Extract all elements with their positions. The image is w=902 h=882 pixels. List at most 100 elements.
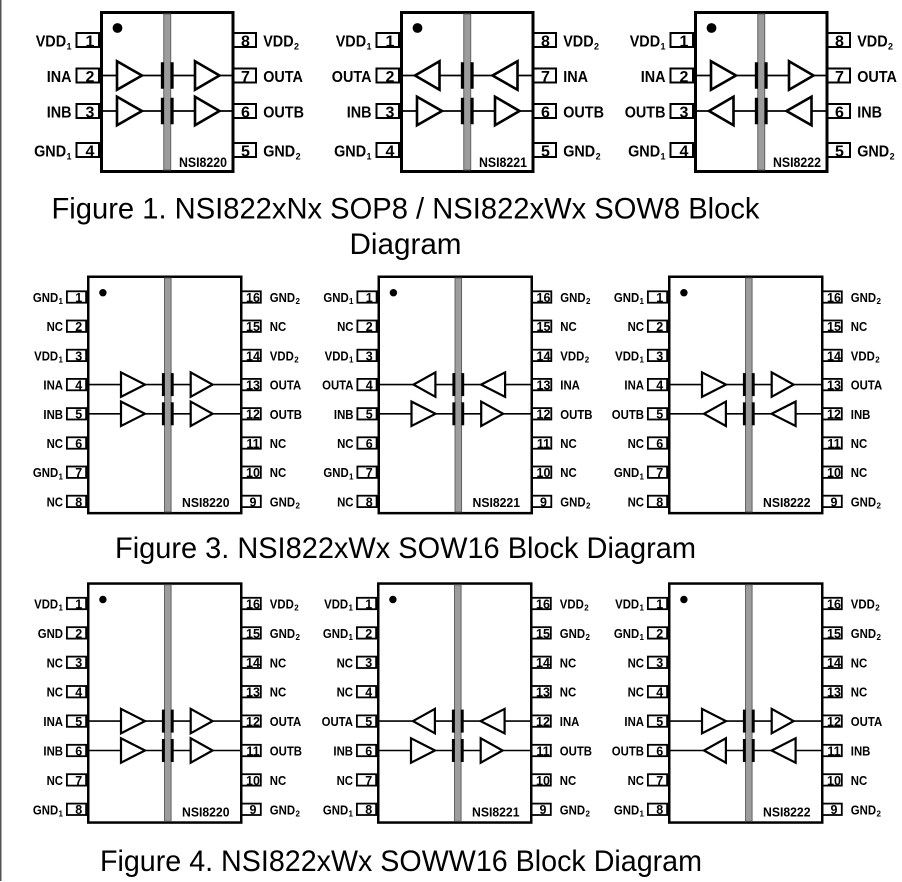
svg-text:INB: INB — [43, 744, 63, 759]
svg-text:OUTB: OUTB — [563, 105, 604, 122]
svg-text:GND: GND — [270, 802, 295, 817]
svg-text:VDD: VDD — [325, 348, 349, 363]
svg-text:VDD: VDD — [615, 597, 639, 612]
svg-text:NC: NC — [337, 773, 354, 788]
svg-text:8: 8 — [75, 495, 82, 509]
svg-text:3: 3 — [679, 105, 688, 122]
svg-text:NC: NC — [337, 685, 354, 700]
svg-text:1: 1 — [679, 34, 688, 51]
svg-text:INA: INA — [624, 714, 644, 729]
svg-text:2: 2 — [585, 633, 590, 642]
svg-text:NC: NC — [851, 319, 868, 334]
svg-text:5: 5 — [835, 144, 844, 161]
svg-text:NC: NC — [628, 685, 645, 700]
svg-text:1: 1 — [59, 810, 64, 819]
svg-text:GND: GND — [851, 290, 876, 305]
svg-text:GND: GND — [614, 802, 639, 817]
svg-text:13: 13 — [827, 379, 841, 393]
svg-text:10: 10 — [827, 466, 841, 480]
svg-text:6: 6 — [656, 744, 663, 758]
svg-text:3: 3 — [656, 656, 663, 670]
svg-text:6: 6 — [835, 105, 844, 122]
svg-text:GND: GND — [270, 626, 295, 641]
svg-text:VDD: VDD — [270, 348, 294, 363]
svg-text:12: 12 — [246, 715, 260, 729]
svg-text:Figure 4. NSI822xWx SOWW16 Blo: Figure 4. NSI822xWx SOWW16 Block Diagram — [100, 845, 702, 878]
svg-text:2: 2 — [875, 356, 880, 365]
svg-text:INB: INB — [851, 407, 871, 422]
svg-text:NC: NC — [47, 436, 64, 451]
svg-text:1: 1 — [367, 41, 372, 51]
svg-text:10: 10 — [246, 774, 260, 788]
svg-text:NSI8222: NSI8222 — [763, 495, 811, 510]
svg-text:11: 11 — [246, 744, 259, 758]
svg-text:1: 1 — [349, 810, 354, 819]
svg-text:1: 1 — [656, 291, 663, 305]
svg-text:1: 1 — [59, 356, 64, 365]
svg-text:1: 1 — [59, 472, 64, 481]
svg-text:GND: GND — [851, 494, 876, 509]
svg-text:16: 16 — [246, 291, 260, 305]
svg-text:2: 2 — [656, 320, 663, 334]
svg-text:1: 1 — [640, 472, 645, 481]
svg-text:VDD: VDD — [630, 34, 660, 51]
svg-text:OUTB: OUTB — [625, 105, 666, 122]
svg-text:GND: GND — [270, 494, 295, 509]
svg-text:INA: INA — [47, 69, 72, 86]
svg-text:INB: INB — [333, 744, 353, 759]
svg-text:8: 8 — [541, 34, 550, 51]
svg-text:INA: INA — [43, 714, 63, 729]
svg-text:2: 2 — [295, 297, 300, 306]
svg-text:NC: NC — [337, 494, 354, 509]
svg-text:16: 16 — [537, 291, 551, 305]
svg-text:16: 16 — [827, 291, 841, 305]
svg-text:VDD: VDD — [560, 348, 584, 363]
svg-text:8: 8 — [241, 34, 250, 51]
svg-text:2: 2 — [385, 69, 394, 86]
svg-text:NC: NC — [851, 465, 868, 480]
svg-text:7: 7 — [365, 774, 372, 788]
svg-text:OUTB: OUTB — [612, 744, 644, 759]
svg-text:7: 7 — [835, 69, 844, 86]
svg-text:GND: GND — [560, 802, 585, 817]
svg-text:12: 12 — [827, 715, 841, 729]
svg-text:1: 1 — [366, 291, 373, 305]
svg-text:NC: NC — [628, 773, 645, 788]
svg-text:VDD: VDD — [563, 34, 593, 51]
svg-text:1: 1 — [661, 151, 666, 161]
svg-text:11: 11 — [827, 744, 840, 758]
svg-text:4: 4 — [365, 686, 372, 700]
svg-text:GND: GND — [33, 290, 58, 305]
svg-text:2: 2 — [295, 810, 300, 819]
svg-text:2: 2 — [875, 604, 880, 613]
svg-text:1: 1 — [75, 597, 82, 611]
svg-text:GND: GND — [323, 290, 348, 305]
svg-text:NC: NC — [560, 655, 577, 670]
svg-text:2: 2 — [294, 41, 299, 51]
svg-text:VDD: VDD — [560, 597, 584, 612]
svg-text:9: 9 — [540, 803, 547, 817]
svg-text:GND: GND — [614, 626, 639, 641]
svg-text:INA: INA — [560, 714, 580, 729]
svg-text:NC: NC — [560, 465, 577, 480]
svg-text:GND: GND — [560, 290, 585, 305]
svg-text:INB: INB — [857, 105, 882, 122]
svg-text:11: 11 — [246, 437, 259, 451]
svg-text:NC: NC — [337, 655, 354, 670]
svg-text:5: 5 — [656, 715, 663, 729]
svg-text:2: 2 — [656, 627, 663, 641]
svg-text:2: 2 — [876, 633, 881, 642]
svg-text:VDD: VDD — [34, 348, 58, 363]
svg-text:15: 15 — [246, 320, 260, 334]
svg-text:2: 2 — [586, 502, 591, 511]
svg-text:4: 4 — [75, 686, 82, 700]
svg-text:10: 10 — [537, 466, 551, 480]
svg-text:INB: INB — [334, 407, 354, 422]
svg-text:1: 1 — [367, 151, 372, 161]
svg-text:INB: INB — [43, 407, 63, 422]
svg-text:OUTB: OUTB — [270, 407, 302, 422]
svg-text:1: 1 — [640, 633, 645, 642]
svg-text:1: 1 — [85, 34, 94, 51]
svg-text:INB: INB — [47, 105, 72, 122]
svg-text:16: 16 — [827, 597, 841, 611]
